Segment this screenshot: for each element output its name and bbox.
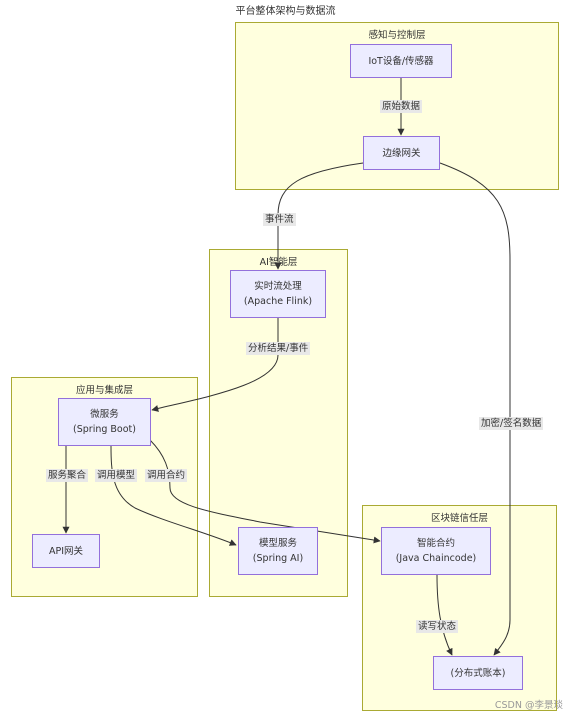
node-microservice-line1: 微服务 [90, 409, 119, 420]
node-ledger-label: (分布式账本) [450, 667, 506, 679]
node-iot-device-label: IoT设备/传感器 [368, 55, 434, 67]
cluster-perception-label: 感知与控制层 [368, 30, 426, 41]
diagram-title: 平台整体架构与数据流 [235, 6, 336, 17]
edge-flink-micro [151, 318, 279, 412]
edge-label-rw-state: 读写状态 [416, 620, 459, 633]
cluster-app-label: 应用与集成层 [75, 385, 133, 396]
node-microservice-line2: (Spring Boot) [73, 424, 136, 435]
watermark: CSDN @李景琰 [494, 700, 563, 711]
cluster-blockchain-label: 区块链信任层 [430, 513, 488, 524]
node-api-gateway-label: API网关 [48, 545, 84, 557]
edge-label-encrypt: 加密/签名数据 [479, 417, 544, 430]
node-model-service: 模型服务 (Spring AI) [238, 527, 318, 575]
node-iot-device: IoT设备/传感器 [350, 44, 452, 78]
edge-contract-ledger [436, 574, 453, 656]
edge-label-event-stream: 事件流 [263, 213, 296, 226]
node-smart-contract: 智能合约 (Java Chaincode) [381, 527, 491, 575]
node-ledger: (分布式账本) [433, 656, 523, 690]
cluster-app: 应用与集成层 [11, 377, 198, 597]
node-edge-gateway-label: 边缘网关 [382, 147, 421, 159]
edge-label-raw-data: 原始数据 [380, 100, 423, 113]
node-model-service-line2: (Spring AI) [252, 553, 304, 564]
edge-gateway-flink [274, 162, 364, 270]
node-edge-gateway: 边缘网关 [363, 136, 440, 170]
edge-label-aggregate: 服务聚合 [46, 469, 89, 482]
edge-label-call-contract: 调用合约 [145, 469, 188, 482]
edge-micro-contract [149, 439, 381, 544]
node-smart-contract-line1: 智能合约 [416, 538, 455, 549]
node-microservice: 微服务 (Spring Boot) [58, 398, 151, 446]
edge-gateway-ledger [439, 162, 511, 656]
node-api-gateway: API网关 [32, 534, 100, 568]
node-smart-contract-line2: (Java Chaincode) [395, 553, 477, 564]
node-flink: 实时流处理 (Apache Flink) [230, 270, 326, 318]
node-flink-line2: (Apache Flink) [243, 296, 313, 307]
edge-label-analysis: 分析结果/事件 [246, 342, 311, 355]
edge-label-call-model: 调用模型 [95, 469, 138, 482]
node-flink-line1: 实时流处理 [254, 281, 302, 292]
node-model-service-line1: 模型服务 [258, 538, 297, 549]
